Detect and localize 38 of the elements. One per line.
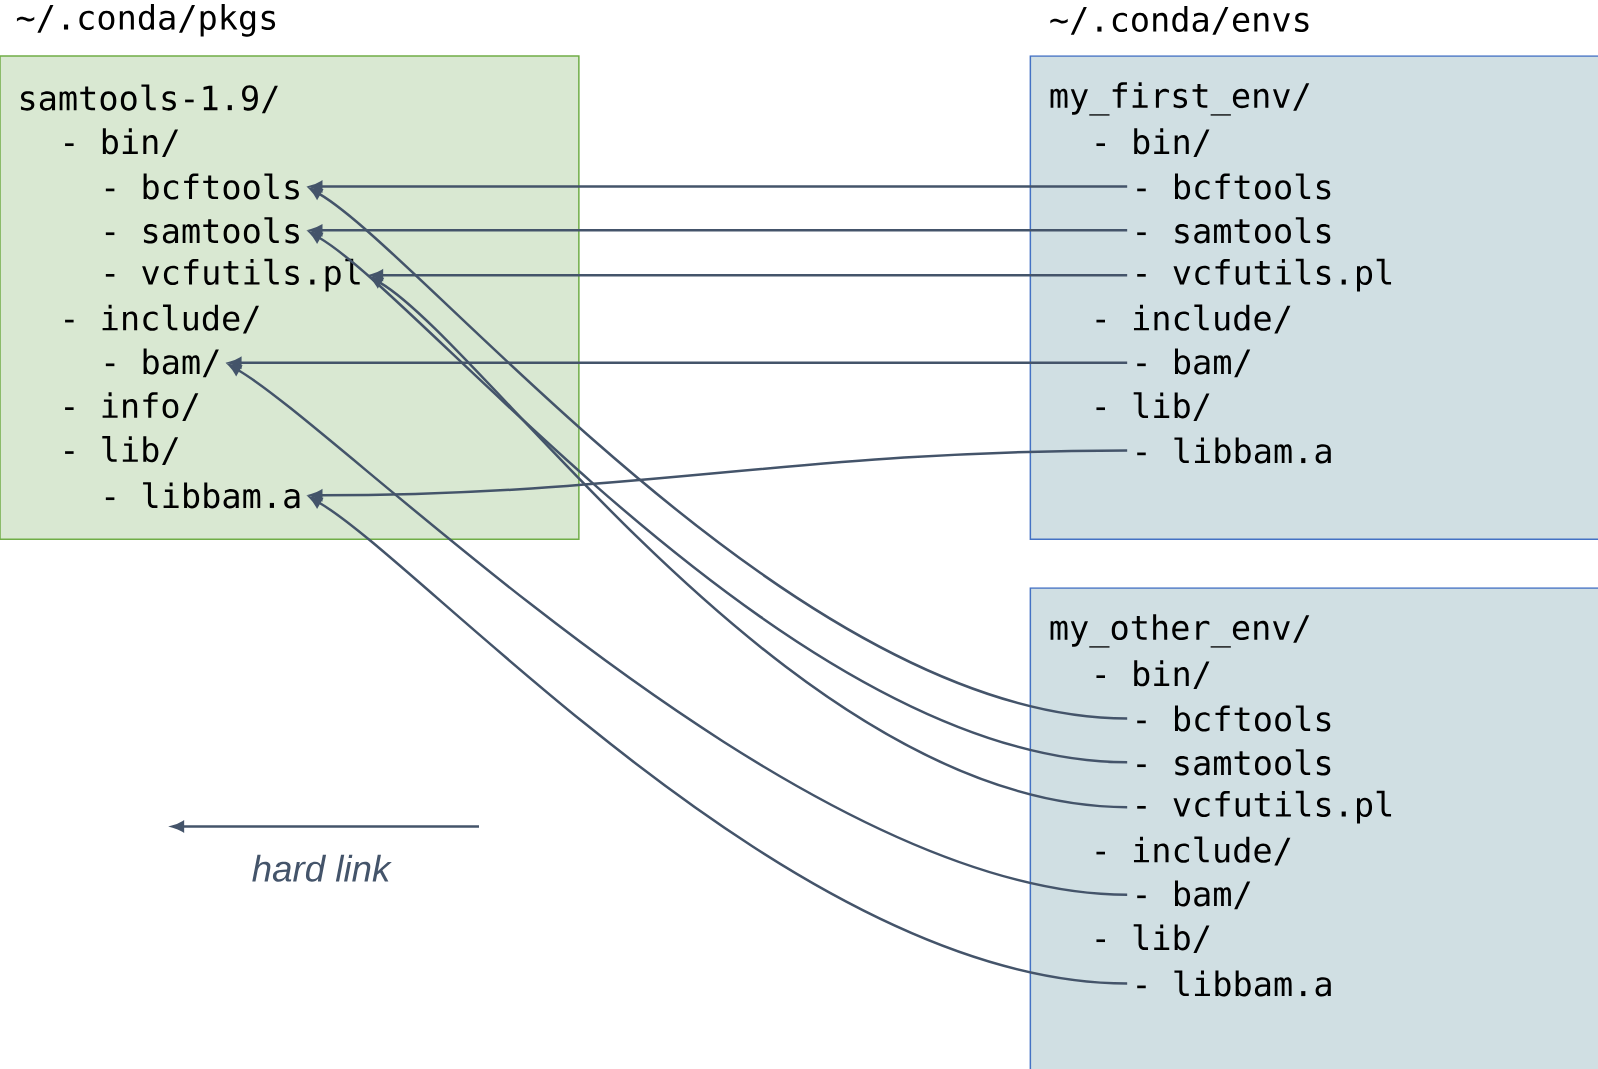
file-entry: - bin/ (1096, 660, 1210, 689)
file-entry: - libbam.a (1137, 437, 1331, 464)
file-entry: - bcftools (1137, 173, 1331, 200)
file-entry: - bin/ (65, 128, 179, 157)
legend-label: hard link (252, 854, 392, 882)
file-entry: - bin/ (1096, 128, 1210, 157)
file-entry: - lib/ (65, 436, 179, 465)
file-entry: samtools-1.9/ (20, 84, 278, 114)
file-entry: my_first_env/ (1050, 82, 1310, 116)
file-entry: - lib/ (1096, 392, 1210, 422)
file-entry: - samtools (105, 217, 299, 244)
file-entry: - include/ (1096, 836, 1291, 866)
file-entry: - vcfutils.pl (1137, 790, 1392, 824)
file-entry: - bcftools (1137, 705, 1331, 732)
file-entry: - lib/ (1096, 924, 1210, 954)
link-arrow (309, 231, 1128, 764)
file-entry: - vcfutils.pl (105, 258, 360, 292)
file-entry: - vcfutils.pl (1137, 258, 1392, 292)
link-arrow (228, 364, 1128, 897)
link-arrow (370, 269, 1128, 281)
file-entry: - bcftools (105, 173, 299, 200)
folder-path: ~/.conda/pkgs (16, 4, 276, 37)
file-entry: - libbam.a (105, 482, 300, 509)
file-entry: my_other_env/ (1050, 614, 1310, 648)
link-arrow (370, 276, 1128, 809)
file-entry: - include/ (65, 304, 259, 334)
folder-path: ~/.conda/envs (1050, 6, 1309, 35)
link-arrow (309, 187, 1128, 720)
file-entry: - samtools (1137, 217, 1331, 244)
file-entry: - bam/ (1137, 348, 1251, 378)
file-entry: - libbam.a (1137, 970, 1331, 997)
file-entry: - bam/ (105, 348, 219, 378)
folder-box (1029, 587, 1598, 1069)
file-entry: - bam/ (1137, 880, 1251, 910)
link-arrow (309, 496, 1128, 985)
file-entry: - info/ (65, 392, 199, 421)
file-entry: - include/ (1096, 304, 1291, 334)
file-entry: - samtools (1137, 749, 1331, 776)
